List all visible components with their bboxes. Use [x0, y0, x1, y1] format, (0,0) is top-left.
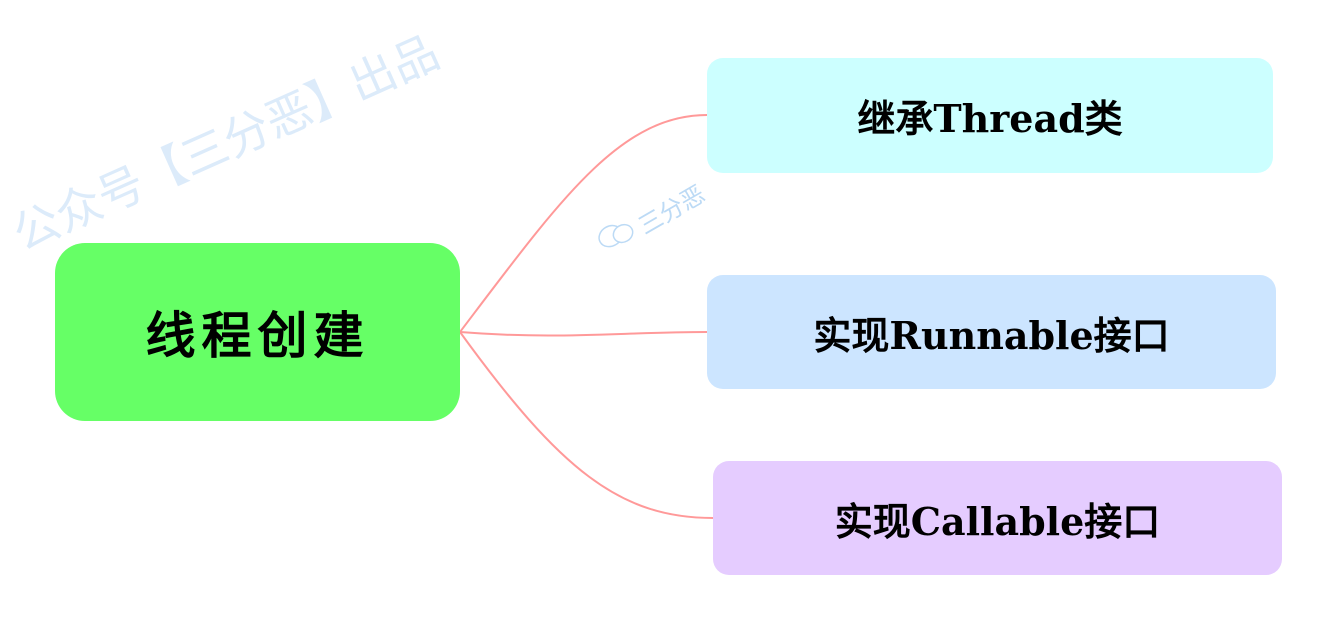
- child-node-label: 继承Thread类: [857, 96, 1123, 141]
- child-node-label: 实现Runnable接口: [813, 312, 1170, 358]
- root-node-label: 线程创建: [145, 306, 370, 365]
- wechat-icon: [593, 213, 645, 262]
- child-node-implement-callable: 实现Callable接口: [713, 461, 1282, 575]
- root-node-thread-creation: 线程创建: [55, 243, 460, 421]
- watermark-logo: 三分恶: [593, 175, 711, 263]
- connector-runnable: [459, 331, 708, 337]
- connector-thread: [459, 114, 708, 333]
- child-node-extend-thread: 继承Thread类: [707, 58, 1273, 173]
- connector-callable: [459, 331, 714, 519]
- child-node-label: 实现Callable接口: [834, 498, 1161, 544]
- child-node-implement-runnable: 实现Runnable接口: [707, 275, 1276, 389]
